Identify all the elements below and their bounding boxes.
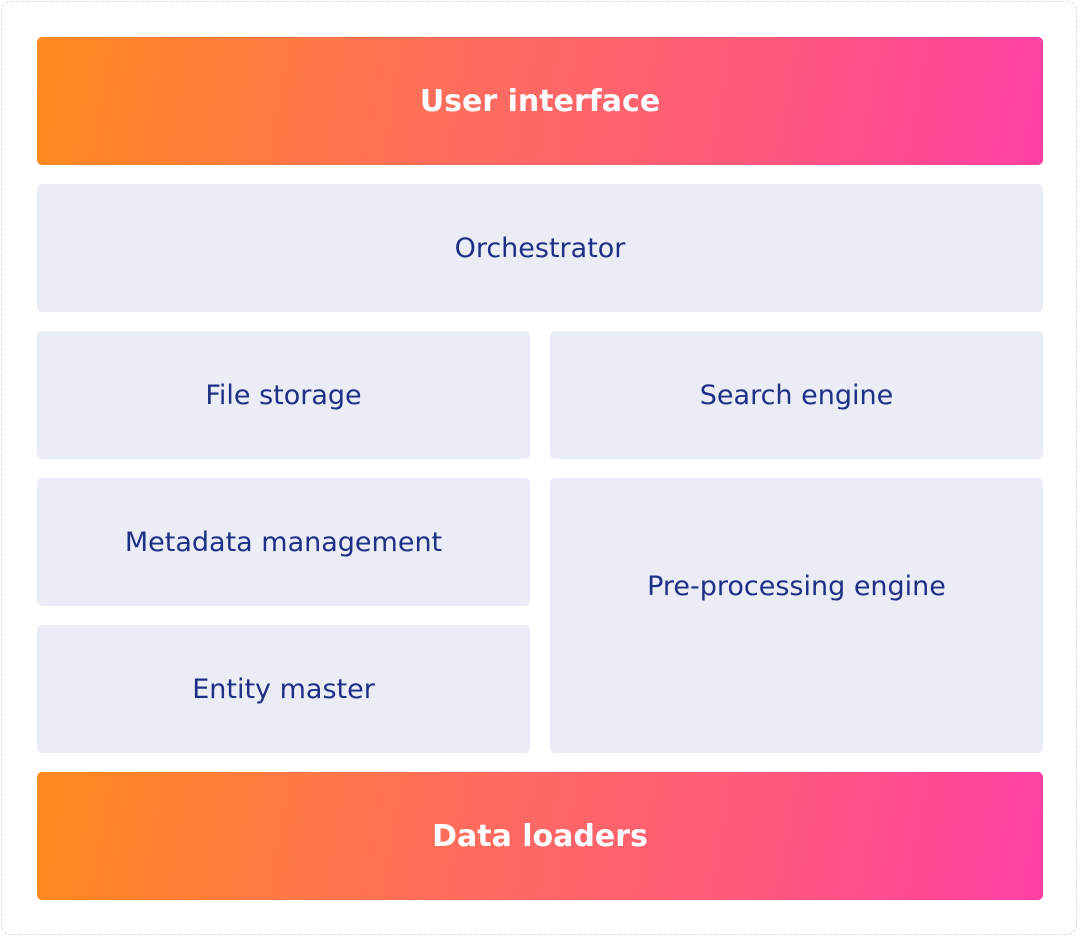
orchestrator-label: Orchestrator [454,232,626,264]
metadata-management-label: Metadata management [124,526,443,558]
metadata-management-block: Metadata management [37,478,530,606]
user-interface-label: User interface [419,83,661,119]
search-engine-label: Search engine [699,379,894,411]
pre-processing-engine-label: Pre-processing engine [647,571,946,602]
file-storage-block: File storage [37,331,530,459]
pre-processing-engine-block: Pre-processing engine [550,478,1043,753]
entity-master-label: Entity master [192,673,375,705]
data-loaders-layer: Data loaders [37,772,1043,900]
user-interface-layer: User interface [37,37,1043,165]
entity-master-block: Entity master [37,625,530,753]
orchestrator-block: Orchestrator [37,184,1043,312]
search-engine-block: Search engine [550,331,1043,459]
file-storage-label: File storage [205,379,362,411]
data-loaders-label: Data loaders [432,818,648,854]
